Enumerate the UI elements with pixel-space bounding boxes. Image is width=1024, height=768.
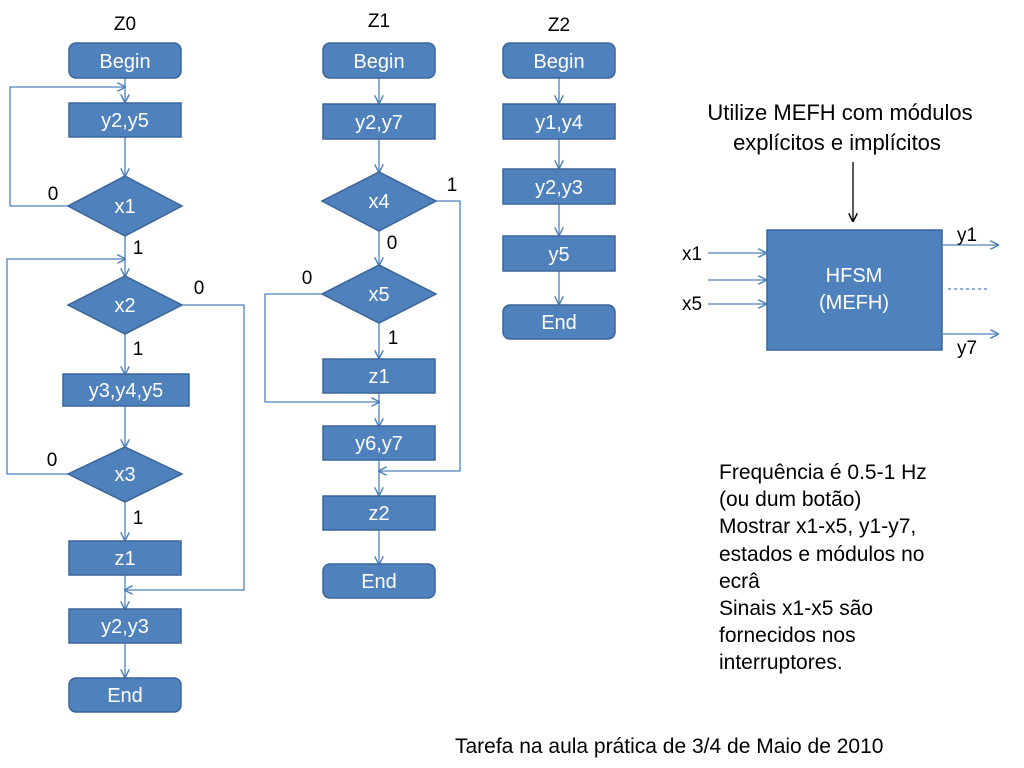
hfsm-input-x5: x5 xyxy=(682,294,702,315)
z0-connectors xyxy=(6,78,245,677)
flowchart-z2: Z2 Begin y1,y4 y2,y3 y5 End xyxy=(502,15,616,340)
svg-text:Begin: Begin xyxy=(533,51,584,73)
z0-x1-yes-label: 1 xyxy=(133,238,144,259)
z0-x3-no-label: 0 xyxy=(47,450,58,471)
hfsm-note-line2: explícitos e implícitos xyxy=(733,130,941,155)
z0-title: Z0 xyxy=(114,14,136,35)
z1-title: Z1 xyxy=(368,11,390,32)
svg-text:End: End xyxy=(107,685,143,707)
hfsm-note-line1: Utilize MEFH com módulos xyxy=(707,100,972,125)
svg-text:End: End xyxy=(541,312,577,334)
z0-x2-no-label: 0 xyxy=(194,278,205,299)
svg-text:y1,y4: y1,y4 xyxy=(535,112,583,134)
z2-title: Z2 xyxy=(548,15,570,36)
info-notes: Frequência é 0.5-1 Hz (ou dum botão) Mos… xyxy=(719,459,999,677)
info-line: ecrâ xyxy=(719,569,760,593)
z0-begin: Begin xyxy=(68,42,182,79)
z0-z1: z1 xyxy=(68,540,182,576)
z2-y1-y4: y1,y4 xyxy=(502,103,616,140)
hfsm-label-line1: HFSM xyxy=(826,265,883,287)
hfsm-output-y7: y7 xyxy=(957,338,977,359)
info-line: Frequência é 0.5-1 Hz xyxy=(719,461,927,484)
svg-text:Begin: Begin xyxy=(353,51,404,73)
svg-text:y2,y7: y2,y7 xyxy=(355,112,403,134)
z0-x3-decision: x3 xyxy=(66,446,184,503)
info-line: Sinais x1-x5 são xyxy=(719,597,874,621)
footer-caption: Tarefa na aula prática de 3/4 de Maio de… xyxy=(455,735,884,758)
z1-x4-no-label: 0 xyxy=(387,233,398,254)
z1-end: End xyxy=(322,563,436,599)
z0-y3-y4-y5: y3,y4,y5 xyxy=(62,373,190,407)
z1-begin: Begin xyxy=(322,42,436,79)
z2-y2-y3: y2,y3 xyxy=(502,168,616,205)
svg-text:Begin: Begin xyxy=(99,51,150,73)
z2-y5: y5 xyxy=(502,235,616,272)
z1-x5-no-label: 0 xyxy=(302,268,313,289)
z0-x2-decision: x2 xyxy=(66,275,184,335)
z1-y2-y7: y2,y7 xyxy=(322,103,436,140)
z0-y2-y3: y2,y3 xyxy=(68,608,182,644)
z0-x1-decision: x1 xyxy=(66,175,184,237)
svg-text:x4: x4 xyxy=(368,191,389,213)
z2-end: End xyxy=(502,304,616,340)
z1-z2: z2 xyxy=(322,495,436,531)
svg-text:z1: z1 xyxy=(114,548,135,570)
svg-text:z2: z2 xyxy=(368,503,389,525)
svg-text:y2,y3: y2,y3 xyxy=(535,177,583,199)
svg-text:x2: x2 xyxy=(114,295,135,317)
z1-connectors xyxy=(264,78,461,564)
z1-x4-yes-label: 1 xyxy=(447,175,458,196)
hfsm-output-y1: y1 xyxy=(957,225,977,246)
hfsm-label-line2: (MEFH) xyxy=(819,292,889,314)
svg-text:x5: x5 xyxy=(368,284,389,306)
hfsm-io-lines xyxy=(708,245,998,334)
z1-x4-decision: x4 xyxy=(320,171,438,232)
svg-text:y3,y4,y5: y3,y4,y5 xyxy=(89,380,163,402)
svg-text:z1: z1 xyxy=(368,366,389,388)
svg-text:y2,y5: y2,y5 xyxy=(101,110,149,132)
hfsm-block-diagram: Utilize MEFH com módulos explícitos e im… xyxy=(682,100,998,359)
svg-text:y5: y5 xyxy=(548,244,569,266)
z1-z1: z1 xyxy=(322,358,436,394)
z0-x1-no-label: 0 xyxy=(48,184,59,205)
svg-text:y6,y7: y6,y7 xyxy=(355,433,403,455)
hfsm-input-x1: x1 xyxy=(682,244,702,265)
info-line: estados e módulos no xyxy=(719,542,925,566)
z0-x3-yes-label: 1 xyxy=(133,508,144,529)
z0-x2-yes-label: 1 xyxy=(133,339,144,360)
z0-end: End xyxy=(68,677,182,713)
flowchart-z0: Z0 Begin y2,y5 x1 0 1 xyxy=(6,14,245,713)
svg-text:x3: x3 xyxy=(114,464,135,486)
svg-text:x1: x1 xyxy=(114,196,135,218)
hfsm-box: HFSM (MEFH) xyxy=(766,229,943,351)
z0-y2-y5: y2,y5 xyxy=(68,102,182,138)
z2-begin: Begin xyxy=(502,42,616,79)
info-line: Mostrar x1-x5, y1-y7, xyxy=(719,515,917,539)
z1-x5-yes-label: 1 xyxy=(388,328,399,349)
flowchart-z1: Z1 Begin y2,y7 x4 1 0 x5 xyxy=(264,11,461,599)
info-line: interruptores. xyxy=(719,651,843,675)
z1-x5-decision: x5 xyxy=(320,264,438,324)
info-line: (ou dum botão) xyxy=(719,488,862,512)
info-line: fornecidos nos xyxy=(719,624,856,648)
svg-text:End: End xyxy=(361,571,397,593)
z1-y6-y7: y6,y7 xyxy=(322,425,436,461)
svg-text:y2,y3: y2,y3 xyxy=(101,616,149,638)
